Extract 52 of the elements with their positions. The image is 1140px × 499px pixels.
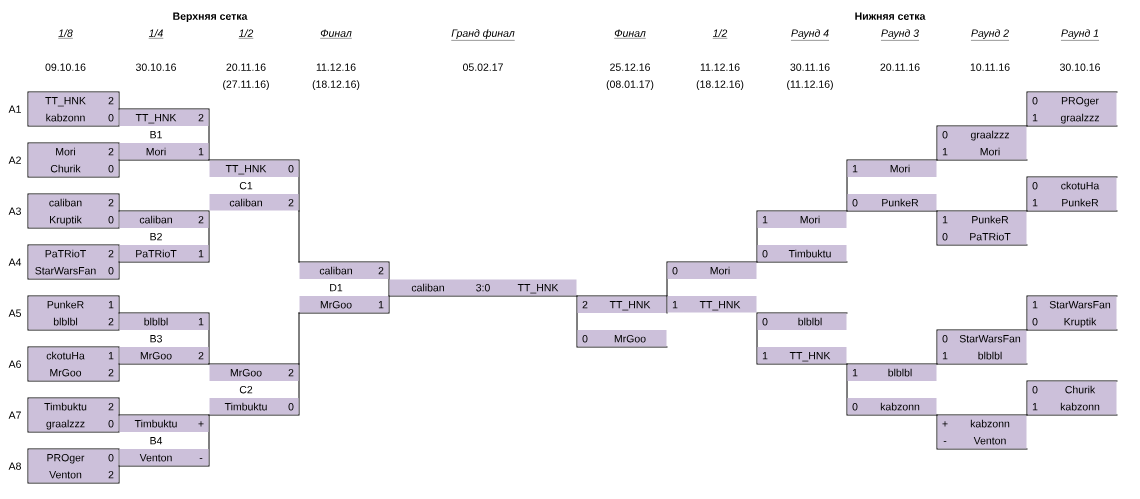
score-cell: 0 [103, 160, 119, 177]
column-header: 1/2 [712, 29, 728, 39]
date-text: (08.01.17) [606, 80, 654, 90]
column-header: Раунд 1 [1060, 29, 1100, 41]
date-text: (27.11.16) [223, 80, 269, 90]
date-text: 20.11.16 [226, 63, 266, 71]
date-text: 05.02.17 [463, 63, 503, 71]
score-cell: 3:0 [467, 279, 499, 296]
section-title: Нижняя сетка [855, 12, 926, 20]
column-header: 1/2 [238, 29, 254, 39]
column-header: Финал [320, 29, 352, 39]
match-code: A7 [8, 411, 21, 419]
date-text: 09.10.16 [45, 63, 86, 71]
score-cell: 0 [103, 415, 119, 432]
date-text: (18.12.16) [696, 80, 744, 90]
column-header: Финал [614, 29, 646, 39]
date-text: 11.12.16 [316, 63, 356, 71]
match-code: A6 [8, 360, 21, 368]
score-cell: 2 [103, 313, 119, 330]
date-text: 25.12.16 [610, 63, 650, 71]
column-header: 1/8 [58, 29, 73, 39]
date-text: 11.12.16 [700, 63, 740, 71]
score-cell: 0 [103, 211, 119, 228]
date-text: (11.12.16) [787, 80, 833, 90]
match-code: A5 [8, 309, 21, 317]
match-code: C1 [239, 182, 253, 190]
column-header: Раунд 2 [970, 29, 1010, 41]
date-text: 20.11.16 [880, 63, 920, 71]
match-code: A8 [8, 462, 21, 470]
section-title: Верхняя сетка [173, 12, 248, 22]
column-header: Раунд 3 [880, 29, 920, 41]
column-header: 1/4 [148, 29, 164, 39]
match-code: A2 [8, 156, 21, 164]
score-cell: 0 [103, 262, 119, 279]
score-cell: 2 [103, 466, 119, 483]
score-cell: 2 [103, 364, 119, 381]
date-text: 30.10.16 [135, 63, 176, 71]
match-code: A4 [8, 258, 22, 266]
match-code: A3 [8, 207, 21, 215]
match-code: A1 [8, 105, 21, 113]
score-cell: 2 [283, 194, 299, 211]
score-cell: 0 [283, 398, 299, 415]
score-cell: 0 [103, 109, 119, 126]
date-text: 10.11.16 [970, 63, 1010, 71]
match-code: D1 [330, 284, 343, 292]
date-text: 30.10.16 [1059, 63, 1100, 71]
date-text: 30.11.16 [790, 63, 830, 71]
column-header: Раунд 4 [790, 29, 830, 41]
date-text: (18.12.16) [312, 80, 360, 90]
score-cell: 1 [373, 296, 389, 313]
column-header: Гранд финал [451, 29, 515, 41]
match-code: C2 [239, 386, 253, 394]
